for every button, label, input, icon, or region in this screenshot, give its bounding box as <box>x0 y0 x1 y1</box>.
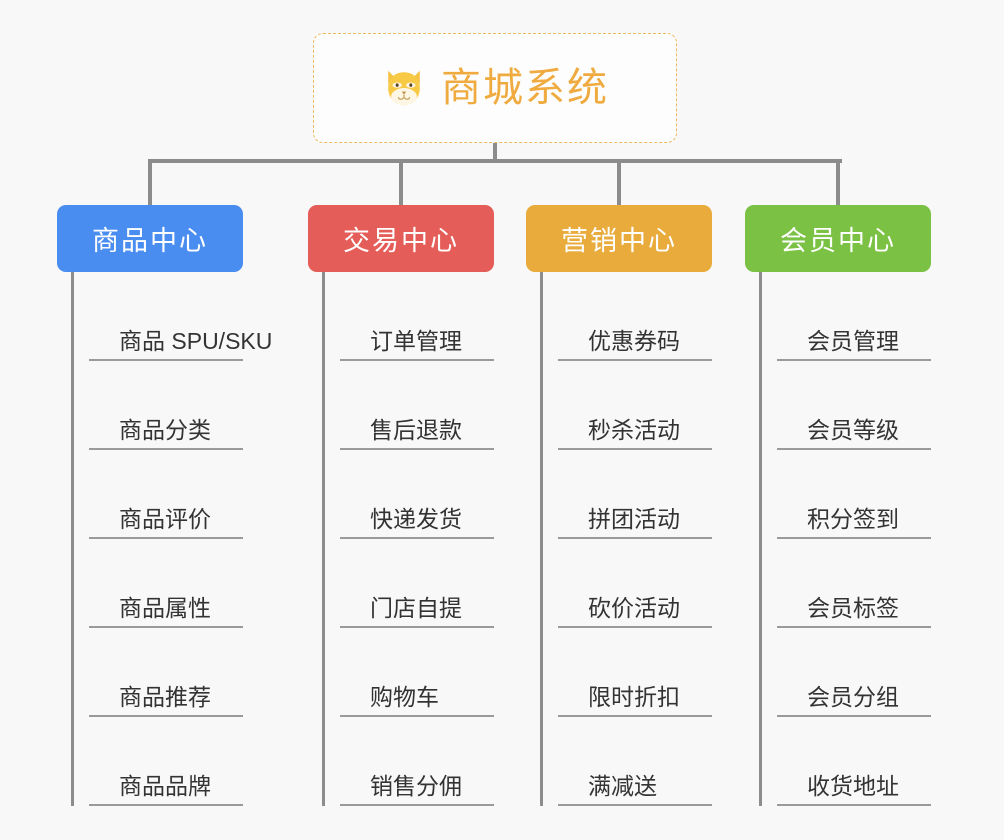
leaf-item[interactable]: 优惠券码 <box>558 272 712 361</box>
leaf-item[interactable]: 积分签到 <box>777 450 931 539</box>
branch-header-label: 商品中心 <box>92 226 208 256</box>
connector-drop-0 <box>148 159 152 207</box>
leaf-label: 拼团活动 <box>588 505 680 532</box>
leaf-label: 优惠券码 <box>588 327 680 354</box>
leaf-label: 砍价活动 <box>588 594 680 621</box>
branch-member-center: 会员中心 会员管理 会员等级 积分签到 会员标签 会员分组 收货地址 <box>745 205 931 806</box>
leaf-item[interactable]: 快递发货 <box>340 450 494 539</box>
leaf-item[interactable]: 会员等级 <box>777 361 931 450</box>
leaf-item[interactable]: 砍价活动 <box>558 539 712 628</box>
root-node[interactable]: 商城系统 <box>313 33 677 143</box>
leaf-label: 门店自提 <box>370 594 462 621</box>
leaf-label: 会员管理 <box>807 327 899 354</box>
branch-product-center: 商品中心 商品 SPU/SKU 商品分类 商品评价 商品属性 商品推荐 商品品牌 <box>57 205 272 806</box>
connector-drop-2 <box>617 159 621 207</box>
branch-header-label: 营销中心 <box>561 226 677 256</box>
branch-header-trade-center[interactable]: 交易中心 <box>308 205 494 272</box>
leaf-item[interactable]: 会员分组 <box>777 628 931 717</box>
leaf-label: 满减送 <box>588 772 657 799</box>
leaf-item[interactable]: 商品属性 <box>89 539 243 628</box>
leaf-item[interactable]: 会员标签 <box>777 539 931 628</box>
branch-items-member-center: 会员管理 会员等级 积分签到 会员标签 会员分组 收货地址 <box>759 272 931 806</box>
leaf-item[interactable]: 拼团活动 <box>558 450 712 539</box>
branch-items-trade-center: 订单管理 售后退款 快递发货 门店自提 购物车 销售分佣 <box>322 272 494 806</box>
leaf-item[interactable]: 收货地址 <box>777 717 931 806</box>
leaf-label: 购物车 <box>370 683 439 710</box>
branch-header-product-center[interactable]: 商品中心 <box>57 205 243 272</box>
leaf-item[interactable]: 满减送 <box>558 717 712 806</box>
leaf-label: 会员标签 <box>807 594 899 621</box>
root-title: 商城系统 <box>441 66 609 110</box>
leaf-item[interactable]: 销售分佣 <box>340 717 494 806</box>
connector-root-stem <box>493 143 497 163</box>
leaf-item[interactable]: 购物车 <box>340 628 494 717</box>
leaf-label: 收货地址 <box>807 772 899 799</box>
branch-header-label: 会员中心 <box>780 226 896 256</box>
leaf-label: 会员等级 <box>807 416 899 443</box>
branch-items-product-center: 商品 SPU/SKU 商品分类 商品评价 商品属性 商品推荐 商品品牌 <box>71 272 272 806</box>
leaf-label: 商品 SPU/SKU <box>119 327 273 354</box>
leaf-label: 订单管理 <box>370 327 462 354</box>
branch-items-marketing-center: 优惠券码 秒杀活动 拼团活动 砍价活动 限时折扣 满减送 <box>540 272 712 806</box>
leaf-item[interactable]: 限时折扣 <box>558 628 712 717</box>
leaf-item[interactable]: 秒杀活动 <box>558 361 712 450</box>
leaf-label: 积分签到 <box>807 505 899 532</box>
leaf-item[interactable]: 商品 SPU/SKU <box>89 272 272 361</box>
branch-marketing-center: 营销中心 优惠券码 秒杀活动 拼团活动 砍价活动 限时折扣 满减送 <box>526 205 712 806</box>
leaf-label: 秒杀活动 <box>588 416 680 443</box>
branch-header-marketing-center[interactable]: 营销中心 <box>526 205 712 272</box>
fox-face-icon <box>388 70 420 106</box>
branch-header-member-center[interactable]: 会员中心 <box>745 205 931 272</box>
leaf-item[interactable]: 商品分类 <box>89 361 243 450</box>
leaf-label: 商品推荐 <box>119 683 211 710</box>
connector-drop-3 <box>836 159 840 207</box>
leaf-label: 商品分类 <box>119 416 211 443</box>
leaf-label: 商品评价 <box>119 505 211 532</box>
connector-horizontal-bus <box>148 159 842 163</box>
branch-header-label: 交易中心 <box>343 226 459 256</box>
leaf-item[interactable]: 订单管理 <box>340 272 494 361</box>
leaf-item[interactable]: 商品评价 <box>89 450 243 539</box>
leaf-label: 商品品牌 <box>119 772 211 799</box>
leaf-item[interactable]: 商品品牌 <box>89 717 243 806</box>
leaf-label: 限时折扣 <box>588 683 680 710</box>
leaf-label: 售后退款 <box>370 416 462 443</box>
leaf-label: 快递发货 <box>370 505 462 532</box>
leaf-item[interactable]: 售后退款 <box>340 361 494 450</box>
connector-drop-1 <box>399 159 403 207</box>
leaf-label: 商品属性 <box>119 594 211 621</box>
leaf-item[interactable]: 门店自提 <box>340 539 494 628</box>
leaf-label: 会员分组 <box>807 683 899 710</box>
leaf-item[interactable]: 会员管理 <box>777 272 931 361</box>
leaf-item[interactable]: 商品推荐 <box>89 628 243 717</box>
leaf-label: 销售分佣 <box>370 772 462 799</box>
branch-trade-center: 交易中心 订单管理 售后退款 快递发货 门店自提 购物车 销售分佣 <box>308 205 494 806</box>
